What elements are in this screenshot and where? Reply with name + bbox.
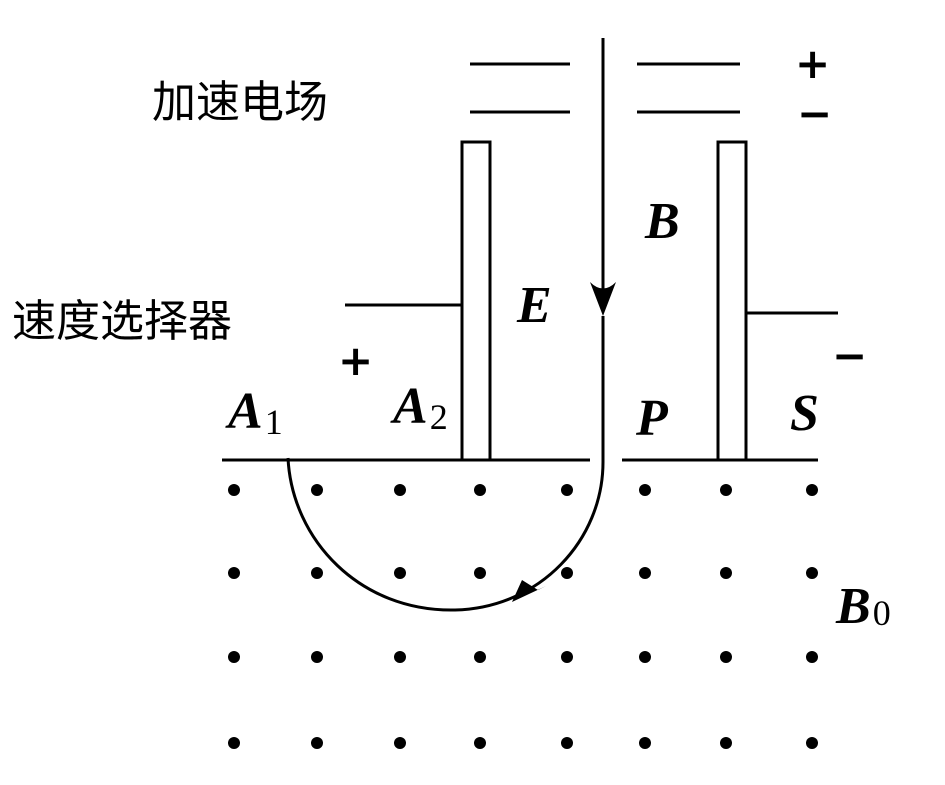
accel-field-label: 加速电场 (152, 77, 328, 128)
field-dot (311, 651, 323, 663)
field-dot (228, 484, 240, 496)
accel-minus-sign: − (797, 89, 832, 138)
field-dot (311, 484, 323, 496)
field-dot (720, 567, 732, 579)
field-dot (639, 484, 651, 496)
field-dot (394, 567, 406, 579)
selector-plate-left (460, 140, 492, 462)
trajectory-arrow-down-icon (590, 282, 616, 316)
field-dot (806, 737, 818, 749)
field-dot (474, 484, 486, 496)
field-dot (394, 651, 406, 663)
selector-plate-right (716, 140, 748, 462)
field-dot (561, 484, 573, 496)
field-dot (720, 737, 732, 749)
trajectory-semicircle (286, 316, 605, 612)
label-B0-main: B (835, 578, 871, 635)
particle-trajectory (286, 38, 616, 612)
velocity-selector-label: 速度选择器 (12, 296, 232, 347)
label-A2: A2 (390, 378, 448, 437)
magnetic-field-dots (228, 484, 818, 749)
accel-plus-sign: + (795, 39, 830, 88)
field-dot (720, 484, 732, 496)
selector-plus-sign: + (338, 336, 373, 385)
field-dot (806, 651, 818, 663)
field-dot (806, 567, 818, 579)
label-B0-sub: 0 (873, 593, 891, 633)
field-dot (311, 737, 323, 749)
field-dot (394, 737, 406, 749)
field-dot (474, 737, 486, 749)
field-dot (394, 484, 406, 496)
field-dot (474, 651, 486, 663)
field-dot (639, 567, 651, 579)
field-dot (228, 651, 240, 663)
label-A2-sub: 2 (430, 397, 448, 437)
field-dot (806, 484, 818, 496)
selector-minus-sign: − (832, 331, 867, 380)
label-P: P (635, 390, 669, 447)
label-A1-main: A (225, 383, 263, 440)
field-dot (311, 567, 323, 579)
label-A2-main: A (390, 378, 428, 435)
field-dot (639, 737, 651, 749)
field-dot (228, 737, 240, 749)
field-dot (561, 737, 573, 749)
label-S: S (790, 385, 819, 442)
field-dot (561, 651, 573, 663)
label-B: B (644, 193, 680, 250)
label-E: E (516, 277, 552, 334)
field-dot (474, 567, 486, 579)
field-dot (561, 567, 573, 579)
accelerating-plates (470, 62, 740, 114)
label-B0: B0 (835, 578, 891, 635)
label-A1: A1 (225, 383, 283, 442)
field-dot (639, 651, 651, 663)
trajectory-arrow-left-icon (512, 580, 546, 602)
field-dot (228, 567, 240, 579)
label-A1-sub: 1 (265, 402, 283, 442)
field-dot (720, 651, 732, 663)
